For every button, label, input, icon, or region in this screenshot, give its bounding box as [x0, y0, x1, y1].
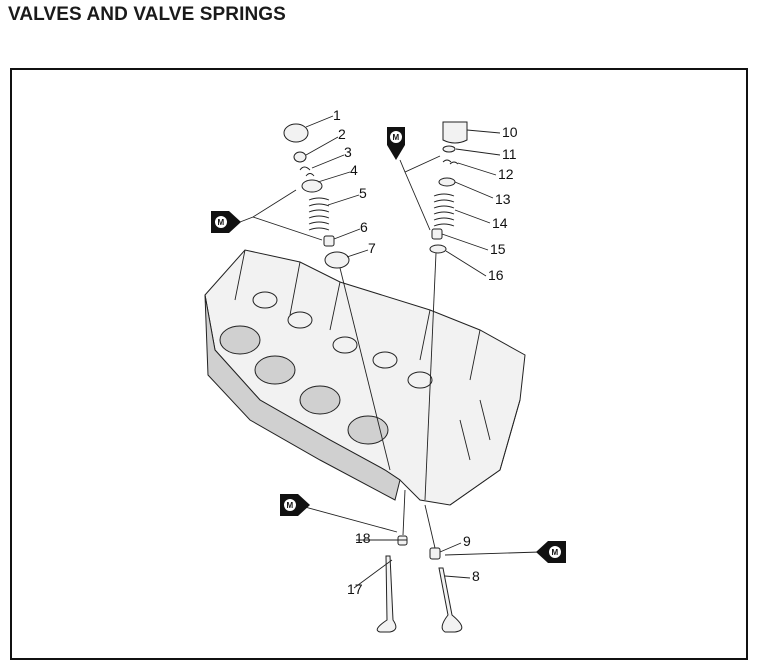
valves	[376, 489, 463, 633]
page-title: VALVES AND VALVE SPRINGS	[8, 4, 286, 25]
callout-11: 11	[502, 146, 517, 162]
callout-7: 7	[368, 240, 376, 256]
svg-text:M: M	[218, 218, 225, 227]
callout-10: 10	[502, 124, 518, 140]
callout-5: 5	[359, 185, 367, 201]
callout-9: 9	[463, 533, 471, 549]
callout-13: 13	[495, 191, 511, 207]
molybdenum-oil-icon: M	[280, 494, 310, 516]
molybdenum-oil-icon: M	[211, 211, 241, 233]
svg-text:M: M	[393, 133, 400, 142]
callout-4: 4	[350, 162, 358, 178]
diagram-frame	[10, 68, 748, 660]
svg-text:M: M	[552, 548, 559, 557]
callout-1: 1	[333, 107, 341, 123]
molybdenum-oil-icon: M	[387, 127, 405, 160]
callout-12: 12	[498, 166, 514, 182]
callout-3: 3	[344, 144, 352, 160]
callout-8: 8	[472, 568, 480, 584]
intake-valve-parts	[283, 123, 391, 471]
molybdenum-oil-icon: M	[536, 541, 566, 563]
callout-15: 15	[490, 241, 506, 257]
callout-18: 18	[355, 530, 371, 546]
callout-6: 6	[360, 219, 368, 235]
svg-text:M: M	[287, 501, 294, 510]
callout-17: 17	[347, 581, 363, 597]
callout-2: 2	[338, 126, 346, 142]
callout-16: 16	[488, 267, 504, 283]
cylinder-head	[204, 249, 526, 506]
callout-14: 14	[492, 215, 508, 231]
